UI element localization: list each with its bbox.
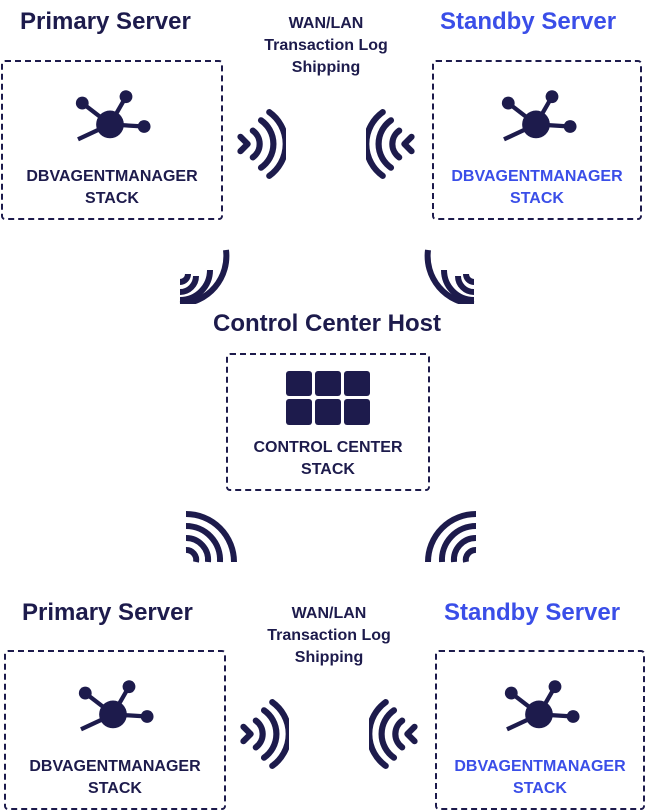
stack-label-line: STACK [513, 780, 567, 797]
shipping-line: Shipping [294, 649, 364, 666]
top-standby-title: Standby Server [440, 8, 617, 35]
wireless-signal-icon [366, 108, 418, 180]
shipping-line: Transaction Log [267, 627, 391, 644]
shipping-line: WAN/LAN [291, 605, 367, 622]
shipping-line: Transaction Log [264, 37, 388, 54]
wireless-signal-icon [369, 698, 421, 770]
control-center-title: Control Center Host [213, 310, 441, 337]
control-center-box[interactable]: CONTROL CENTER STACK [226, 353, 430, 491]
agent-stack-label: DBVAGENTMANAGER STACK [434, 166, 640, 210]
shipping-line: WAN/LAN [288, 15, 364, 32]
network-node-icon [69, 676, 157, 740]
agent-stack-label: DBVAGENTMANAGER STACK [437, 756, 643, 800]
bottom-primary-agent-box[interactable]: DBVAGENTMANAGER STACK [4, 650, 226, 810]
wireless-signal-icon [185, 511, 237, 563]
stack-label-line: DBVAGENTMANAGER [26, 168, 198, 185]
control-center-stack-label: CONTROL CENTER STACK [228, 437, 428, 481]
stack-label-line: STACK [88, 780, 142, 797]
network-node-icon [66, 86, 154, 150]
shipping-line: Shipping [291, 59, 361, 76]
stack-label-line: STACK [510, 190, 564, 207]
wireless-signal-icon [425, 511, 477, 563]
agent-stack-label: DBVAGENTMANAGER STACK [6, 756, 224, 800]
bottom-standby-agent-box[interactable]: DBVAGENTMANAGER STACK [435, 650, 645, 810]
grid-icon [286, 371, 370, 425]
stack-label-line: DBVAGENTMANAGER [451, 168, 623, 185]
stack-label-line: CONTROL CENTER [253, 439, 403, 456]
top-primary-title: Primary Server [20, 8, 191, 35]
stack-label-line: DBVAGENTMANAGER [454, 758, 626, 775]
bottom-primary-title: Primary Server [22, 599, 193, 626]
stack-label-line: STACK [85, 190, 139, 207]
bottom-shipping-label: WAN/LAN Transaction Log Shipping [243, 603, 415, 669]
wireless-signal-icon [234, 108, 286, 180]
wireless-signal-icon [179, 249, 230, 304]
bottom-standby-title: Standby Server [444, 599, 621, 626]
network-node-icon [495, 676, 583, 740]
top-shipping-label: WAN/LAN Transaction Log Shipping [240, 13, 412, 79]
wireless-signal-icon [424, 249, 475, 304]
network-node-icon [492, 86, 580, 150]
top-standby-agent-box[interactable]: DBVAGENTMANAGER STACK [432, 60, 642, 220]
stack-label-line: STACK [301, 461, 355, 478]
wireless-signal-icon [237, 698, 289, 770]
agent-stack-label: DBVAGENTMANAGER STACK [3, 166, 221, 210]
stack-label-line: DBVAGENTMANAGER [29, 758, 201, 775]
top-primary-agent-box[interactable]: DBVAGENTMANAGER STACK [1, 60, 223, 220]
